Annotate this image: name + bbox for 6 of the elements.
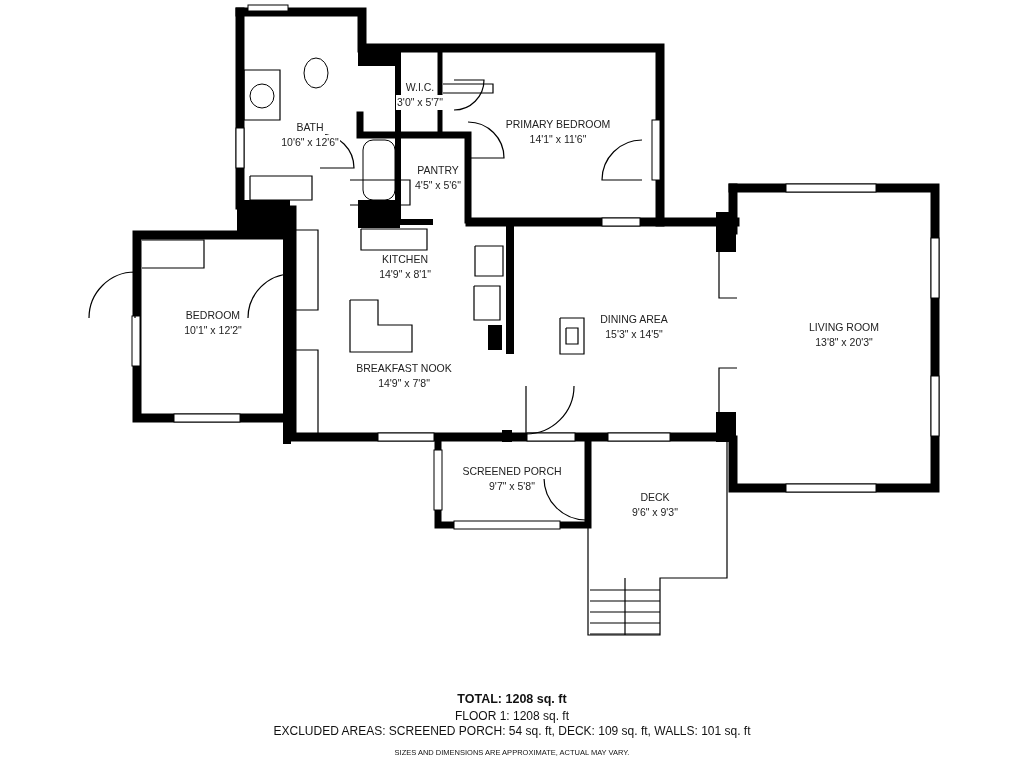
area-note: FLOOR 1: 1208 sq. ft	[454, 709, 570, 723]
room-name: BATH	[295, 120, 325, 135]
total-area-text: TOTAL: 1208 sq. ft	[457, 692, 567, 706]
room-name: SCREENED PORCH	[461, 464, 563, 479]
room-dimensions: 3'0" x 5'7"	[396, 95, 444, 110]
area-note: EXCLUDED AREAS: SCREENED PORCH: 54 sq. ft, DECK: 109 sq. ft, WALLS: 101 sq. ft	[273, 724, 751, 738]
